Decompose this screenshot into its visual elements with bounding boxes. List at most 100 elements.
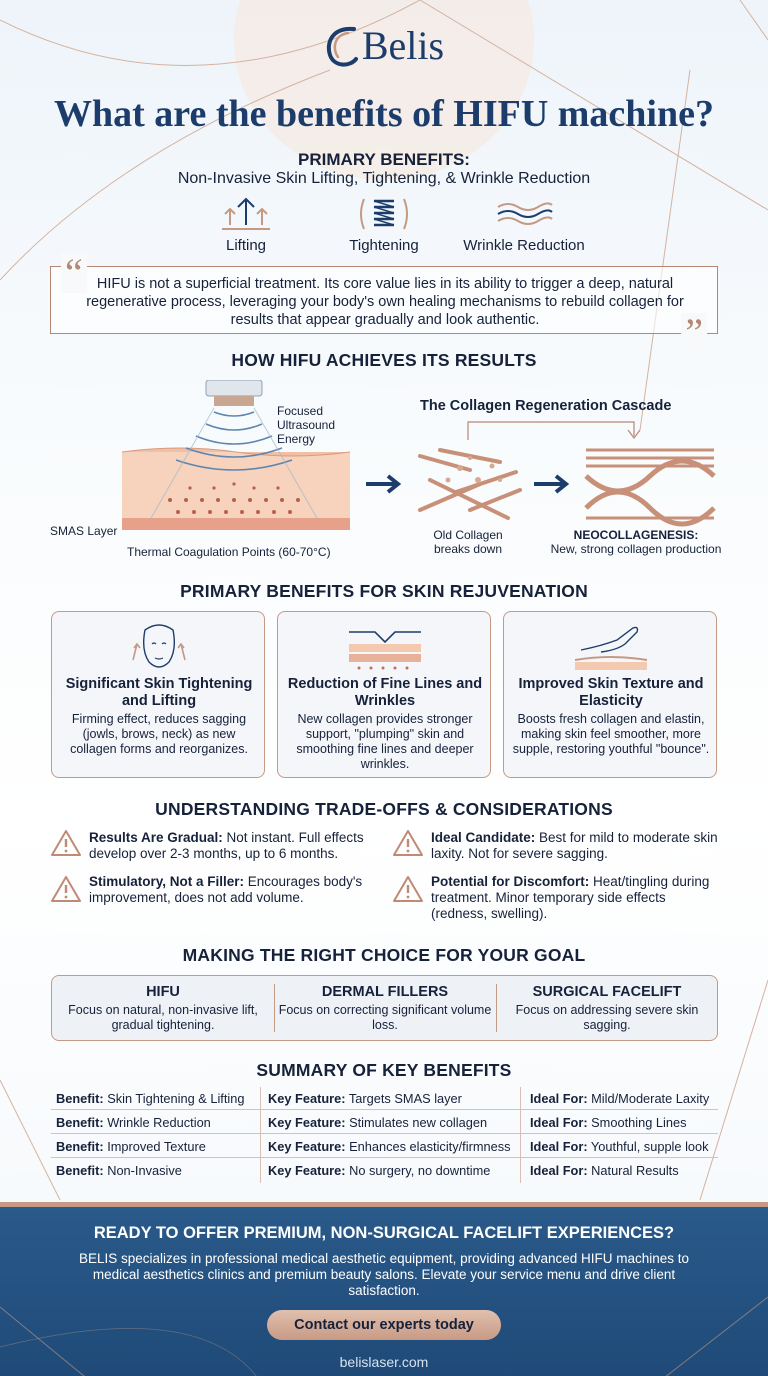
icon-label: Lifting — [225, 237, 267, 254]
primary-benefits-heading: PRIMARY BENEFITS: — [298, 150, 470, 169]
divider — [260, 1087, 261, 1183]
table-row: Benefit: Improved Texture Key Feature: E… — [51, 1135, 718, 1158]
choice-text: Focus on addressing severe skin sagging. — [515, 1003, 699, 1032]
benefit-label: Benefit: — [56, 1091, 104, 1106]
icon-label: Tightening — [349, 237, 419, 254]
footer-text: BELIS specializes in professional medica… — [78, 1251, 690, 1298]
card-text: Firming effect, reduces sagging (jowls, … — [70, 712, 248, 756]
ideal-cell: Ideal For: Youthful, supple look — [530, 1139, 709, 1154]
how-section-title: HOW HIFU ACHIEVES ITS RESULTS — [231, 350, 537, 370]
tradeoff-text: Best for mild to moderate skin laxity. N… — [431, 830, 718, 861]
choice-title: DERMAL FILLERS — [321, 984, 449, 1000]
benefit-cell: Benefit: Non-Invasive — [56, 1163, 182, 1178]
benefit-card: Improved Skin Texture and Elasticity Boo… — [503, 611, 717, 778]
divider — [496, 984, 497, 1032]
hand-touch-icon — [574, 626, 648, 670]
brand-logo: Belis — [0, 22, 768, 69]
benefit-card: Significant Skin Tightening and Lifting … — [51, 611, 265, 778]
contact-experts-button[interactable]: Contact our experts today — [267, 1310, 501, 1340]
warning-icon — [393, 876, 423, 902]
card-title: Significant Skin Tightening and Lifting — [65, 676, 253, 709]
ideal-label: Ideal For: — [530, 1091, 588, 1106]
choice-text: Focus on natural, non-invasive lift, gra… — [68, 1003, 258, 1032]
footer-decoration — [0, 1296, 768, 1376]
warning-icon — [393, 830, 423, 856]
benefit-label: Benefit: — [56, 1139, 104, 1154]
neocollagenesis-title: NEOCOLLAGENESIS: — [573, 528, 699, 542]
primary-benefits-subheading: Non-Invasive Skin Lifting, Tightening, &… — [177, 170, 591, 187]
benefit-label: Benefit: — [56, 1115, 104, 1130]
feature-cell: Key Feature: Stimulates new collagen — [268, 1115, 487, 1130]
ideal-label: Ideal For: — [530, 1115, 588, 1130]
benefit-value: Skin Tightening & Lifting — [103, 1091, 245, 1106]
benefit-value: Wrinkle Reduction — [103, 1115, 211, 1130]
ideal-label: Ideal For: — [530, 1163, 588, 1178]
ideal-cell: Ideal For: Smoothing Lines — [530, 1115, 686, 1130]
website-link[interactable]: belislaser.com — [339, 1354, 429, 1370]
cta-footer: READY TO OFFER PREMIUM, NON-SURGICAL FAC… — [0, 1202, 768, 1376]
benefit-tightening: Tightening — [304, 195, 464, 254]
quote-box: “ HIFU is not a superficial treatment. I… — [50, 253, 718, 353]
ideal-value: Natural Results — [587, 1163, 679, 1178]
tradeoff-text: Heat/tingling during treatment. Minor te… — [431, 874, 710, 921]
card-text: Boosts fresh collagen and elastin, makin… — [512, 712, 710, 756]
feature-cell: Key Feature: No surgery, no downtime — [268, 1163, 490, 1178]
warning-icon — [51, 830, 81, 856]
quote-text: HIFU is not a superficial treatment. Its… — [86, 276, 684, 328]
card-title: Improved Skin Texture and Elasticity — [518, 676, 704, 709]
ideal-value: Mild/Moderate Laxity — [587, 1091, 710, 1106]
tradeoff-item: Ideal Candidate: Best for mild to modera… — [431, 830, 721, 862]
tightening-coil-icon — [360, 198, 408, 230]
choice-section-title: MAKING THE RIGHT CHOICE FOR YOUR GOAL — [182, 945, 586, 965]
feature-value: Targets SMAS layer — [345, 1091, 462, 1106]
divider — [274, 984, 275, 1032]
card-text: New collagen provides stronger support, … — [296, 712, 474, 771]
summary-section-title: SUMMARY OF KEY BENEFITS — [256, 1060, 512, 1080]
benefit-cards: Significant Skin Tightening and Lifting … — [51, 611, 718, 779]
tradeoff-item: Stimulatory, Not a Filler: Encourages bo… — [89, 874, 389, 906]
wrinkle-waves-icon — [497, 202, 553, 225]
feature-label: Key Feature: — [268, 1139, 346, 1154]
choice-option: HIFU Focus on natural, non-invasive lift… — [52, 984, 274, 1033]
tradeoff-label: Ideal Candidate: — [431, 830, 536, 845]
tradeoff-text: Not instant. Full effects develop over 2… — [89, 830, 364, 861]
old-collagen-label: Old Collagen breaks down — [433, 528, 503, 556]
tradeoff-label: Results Are Gradual: — [89, 830, 223, 845]
feature-cell: Key Feature: Targets SMAS layer — [268, 1091, 462, 1106]
hifu-mechanism-diagram — [121, 380, 716, 530]
choice-option: SURGICAL FACELIFT Focus on addressing se… — [496, 984, 718, 1033]
feature-value: Stimulates new collagen — [345, 1115, 488, 1130]
feature-cell: Key Feature: Enhances elasticity/firmnes… — [268, 1139, 511, 1154]
feature-value: Enhances elasticity/firmness — [345, 1139, 511, 1154]
tradeoff-item: Results Are Gradual: Not instant. Full e… — [89, 830, 409, 862]
close-quote-icon: ” — [681, 313, 707, 353]
tradeoff-item: Potential for Discomfort: Heat/tingling … — [431, 874, 721, 922]
ideal-value: Youthful, supple look — [587, 1139, 709, 1154]
choice-title: HIFU — [146, 984, 180, 1000]
feature-label: Key Feature: — [268, 1163, 346, 1178]
table-row: Benefit: Non-Invasive Key Feature: No su… — [51, 1159, 718, 1182]
divider — [520, 1087, 521, 1183]
benefit-value: Improved Texture — [103, 1139, 206, 1154]
benefit-cell: Benefit: Wrinkle Reduction — [56, 1115, 211, 1130]
logo-swirl-icon — [326, 26, 358, 66]
ideal-cell: Ideal For: Mild/Moderate Laxity — [530, 1091, 709, 1106]
benefit-label: Benefit: — [56, 1163, 104, 1178]
energy-label: Focused Ultrasound Energy — [277, 404, 336, 446]
tradeoff-label: Potential for Discomfort: — [431, 874, 590, 889]
face-lift-icon — [132, 624, 186, 668]
tradeoff-label: Stimulatory, Not a Filler: — [89, 874, 245, 889]
open-quote-icon: “ — [61, 253, 87, 293]
page-title: What are the benefits of HIFU machine? — [53, 93, 714, 135]
ideal-cell: Ideal For: Natural Results — [530, 1163, 679, 1178]
rejuvenation-section-title: PRIMARY BENEFITS FOR SKIN REJUVENATION — [180, 581, 588, 601]
benefit-value: Non-Invasive — [103, 1163, 182, 1178]
smas-label: SMAS Layer — [50, 524, 118, 538]
tradeoff-text: Encourages body's improvement, does not … — [89, 874, 363, 905]
feature-label: Key Feature: — [268, 1115, 346, 1130]
feature-label: Key Feature: — [268, 1091, 346, 1106]
ideal-label: Ideal For: — [530, 1139, 588, 1154]
warning-icon — [51, 876, 81, 902]
benefit-card: Reduction of Fine Lines and Wrinkles New… — [277, 611, 491, 778]
skin-layers-icon — [349, 631, 421, 670]
